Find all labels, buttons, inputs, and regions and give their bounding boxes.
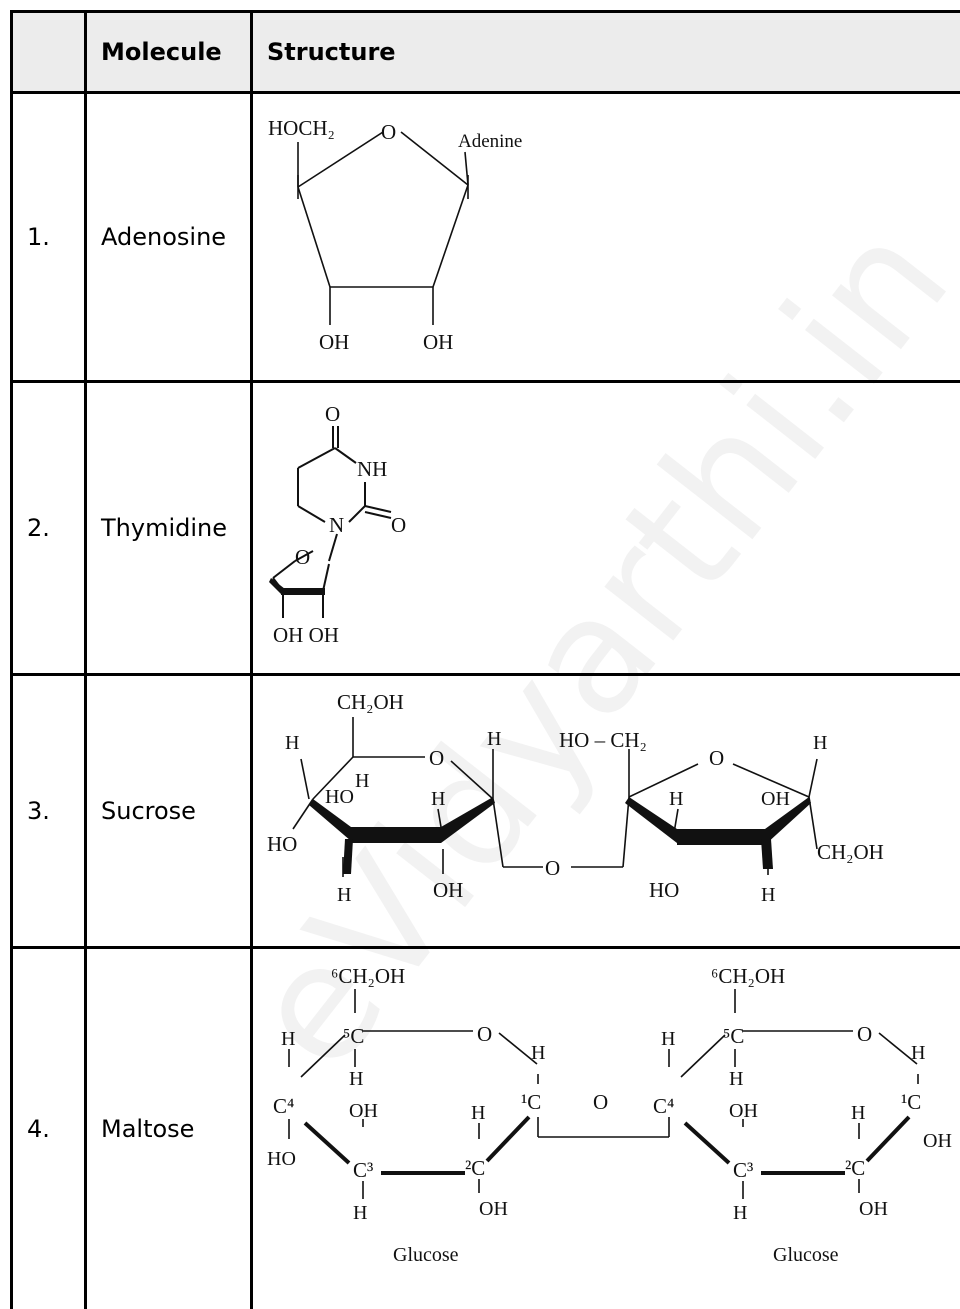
thymidine-structure: O NH O N O OH OH: [252, 382, 960, 675]
h-label: H: [661, 1028, 675, 1050]
oh-label: OH: [423, 330, 453, 354]
oh-label: OH: [859, 1198, 888, 1220]
table-row: 2. Thymidine: [12, 382, 960, 675]
h-label: H: [337, 884, 351, 906]
adenine-label: Adenine: [458, 131, 522, 152]
oh-labels: OH OH: [273, 623, 339, 647]
sucrose-structure: CH₂OH H O H HO – CH₂ O H HO H H H OH HO …: [252, 675, 960, 948]
molecule-name: Adenosine: [86, 93, 252, 382]
h-label: H: [669, 788, 683, 810]
ring-oxygen-label: O: [429, 746, 444, 770]
c3-label: C³: [353, 1158, 373, 1182]
glucose-label: Glucose: [393, 1244, 459, 1266]
oh-label: OH: [761, 788, 790, 810]
h-label: H: [353, 1202, 367, 1224]
glucose-label: Glucose: [773, 1244, 839, 1266]
oh-label: OH: [729, 1100, 758, 1122]
ring-oxygen-label: O: [381, 120, 396, 144]
ho-label: HO: [267, 832, 297, 856]
h-label: H: [851, 1102, 865, 1124]
h-label: H: [729, 1068, 743, 1090]
c3-label: C³: [733, 1158, 753, 1182]
glucose-unit: ⁶CH₂OH ⁵C O H H H ¹C C⁴ OH H OH C³ ²C H …: [653, 964, 952, 1266]
c5-label: ⁵C: [343, 1024, 364, 1048]
molecule-name: Thymidine: [86, 382, 252, 675]
h-label: H: [431, 788, 445, 810]
ch2oh-label: ⁶CH₂OH: [331, 964, 405, 988]
h-label: H: [349, 1068, 363, 1090]
oh-label: OH: [923, 1130, 952, 1152]
ch2oh-label: CH₂OH: [337, 690, 404, 714]
ho-ch2-label: HO – CH₂: [559, 728, 647, 752]
oh-label: OH: [319, 330, 349, 354]
nitrogen-label: N: [329, 513, 344, 537]
c1-label: ¹C: [521, 1090, 541, 1114]
bridge-oxygen-label: O: [545, 856, 560, 880]
c2-label: ²C: [845, 1156, 865, 1180]
h-label: H: [471, 1102, 485, 1124]
h-label: H: [733, 1202, 747, 1224]
header-index: [12, 12, 86, 93]
c4-label: C⁴: [653, 1094, 674, 1118]
adenosine-structure: HOCH₂ O Adenine OH OH: [252, 93, 960, 382]
bridge-oxygen-label: O: [593, 1090, 608, 1114]
c2-label: ²C: [465, 1156, 485, 1180]
ho-label: HO: [267, 1148, 296, 1170]
header-molecule: Molecule: [86, 12, 252, 93]
row-number: 1.: [12, 93, 86, 382]
row-number: 2.: [12, 382, 86, 675]
hoch2-label: HOCH₂: [268, 116, 335, 140]
h-label: H: [355, 770, 369, 792]
carbonyl-oxygen-label: O: [325, 402, 340, 426]
ho-label: HO: [649, 878, 679, 902]
row-number: 3.: [12, 675, 86, 948]
ho-label: HO: [325, 786, 354, 808]
ring-oxygen-label: O: [709, 746, 724, 770]
nh-label: NH: [357, 457, 387, 481]
molecule-name: Sucrose: [86, 675, 252, 948]
thymidine-diagram: O NH O N O OH OH: [253, 386, 553, 670]
table-header-row: Molecule Structure: [12, 12, 960, 93]
oh-label: OH: [349, 1100, 378, 1122]
maltose-diagram: ⁶CH₂OH ⁵C O H H H ¹C C⁴ OH H HO C³ ²C H …: [253, 949, 960, 1294]
h-label: H: [531, 1042, 545, 1064]
c1-label: ¹C: [901, 1090, 921, 1114]
table-row: 3. Sucrose: [12, 675, 960, 948]
h-label: H: [761, 884, 775, 906]
c4-label: C⁴: [273, 1094, 294, 1118]
table-row: 4. Maltose: [12, 948, 960, 1309]
ch2oh-label: CH₂OH: [817, 840, 884, 864]
ring-oxygen-label: O: [857, 1022, 872, 1046]
h-label: H: [813, 732, 827, 754]
adenosine-diagram: HOCH₂ O Adenine OH OH: [253, 97, 553, 377]
ch2oh-label: ⁶CH₂OH: [711, 964, 785, 988]
maltose-structure: ⁶CH₂OH ⁵C O H H H ¹C C⁴ OH H HO C³ ²C H …: [252, 948, 960, 1309]
h-label: H: [911, 1042, 925, 1064]
c5-label: ⁵C: [723, 1024, 744, 1048]
oh-label: OH: [433, 878, 463, 902]
h-label: H: [487, 728, 501, 750]
glucose-unit: ⁶CH₂OH ⁵C O H H H ¹C C⁴ OH H HO C³ ²C H …: [267, 964, 545, 1266]
sucrose-diagram: CH₂OH H O H HO – CH₂ O H HO H H H OH HO …: [253, 679, 953, 943]
molecule-name: Maltose: [86, 948, 252, 1309]
row-number: 4.: [12, 948, 86, 1309]
h-label: H: [285, 732, 299, 754]
molecule-table: Molecule Structure 1. Adenosine: [10, 10, 960, 1309]
oh-label: OH: [479, 1198, 508, 1220]
header-structure: Structure: [252, 12, 960, 93]
ring-oxygen-label: O: [295, 545, 310, 569]
table-row: 1. Adenosine HOCH₂ O: [12, 93, 960, 382]
ring-oxygen-label: O: [477, 1022, 492, 1046]
h-label: H: [281, 1028, 295, 1050]
carbonyl-oxygen-label: O: [391, 513, 406, 537]
